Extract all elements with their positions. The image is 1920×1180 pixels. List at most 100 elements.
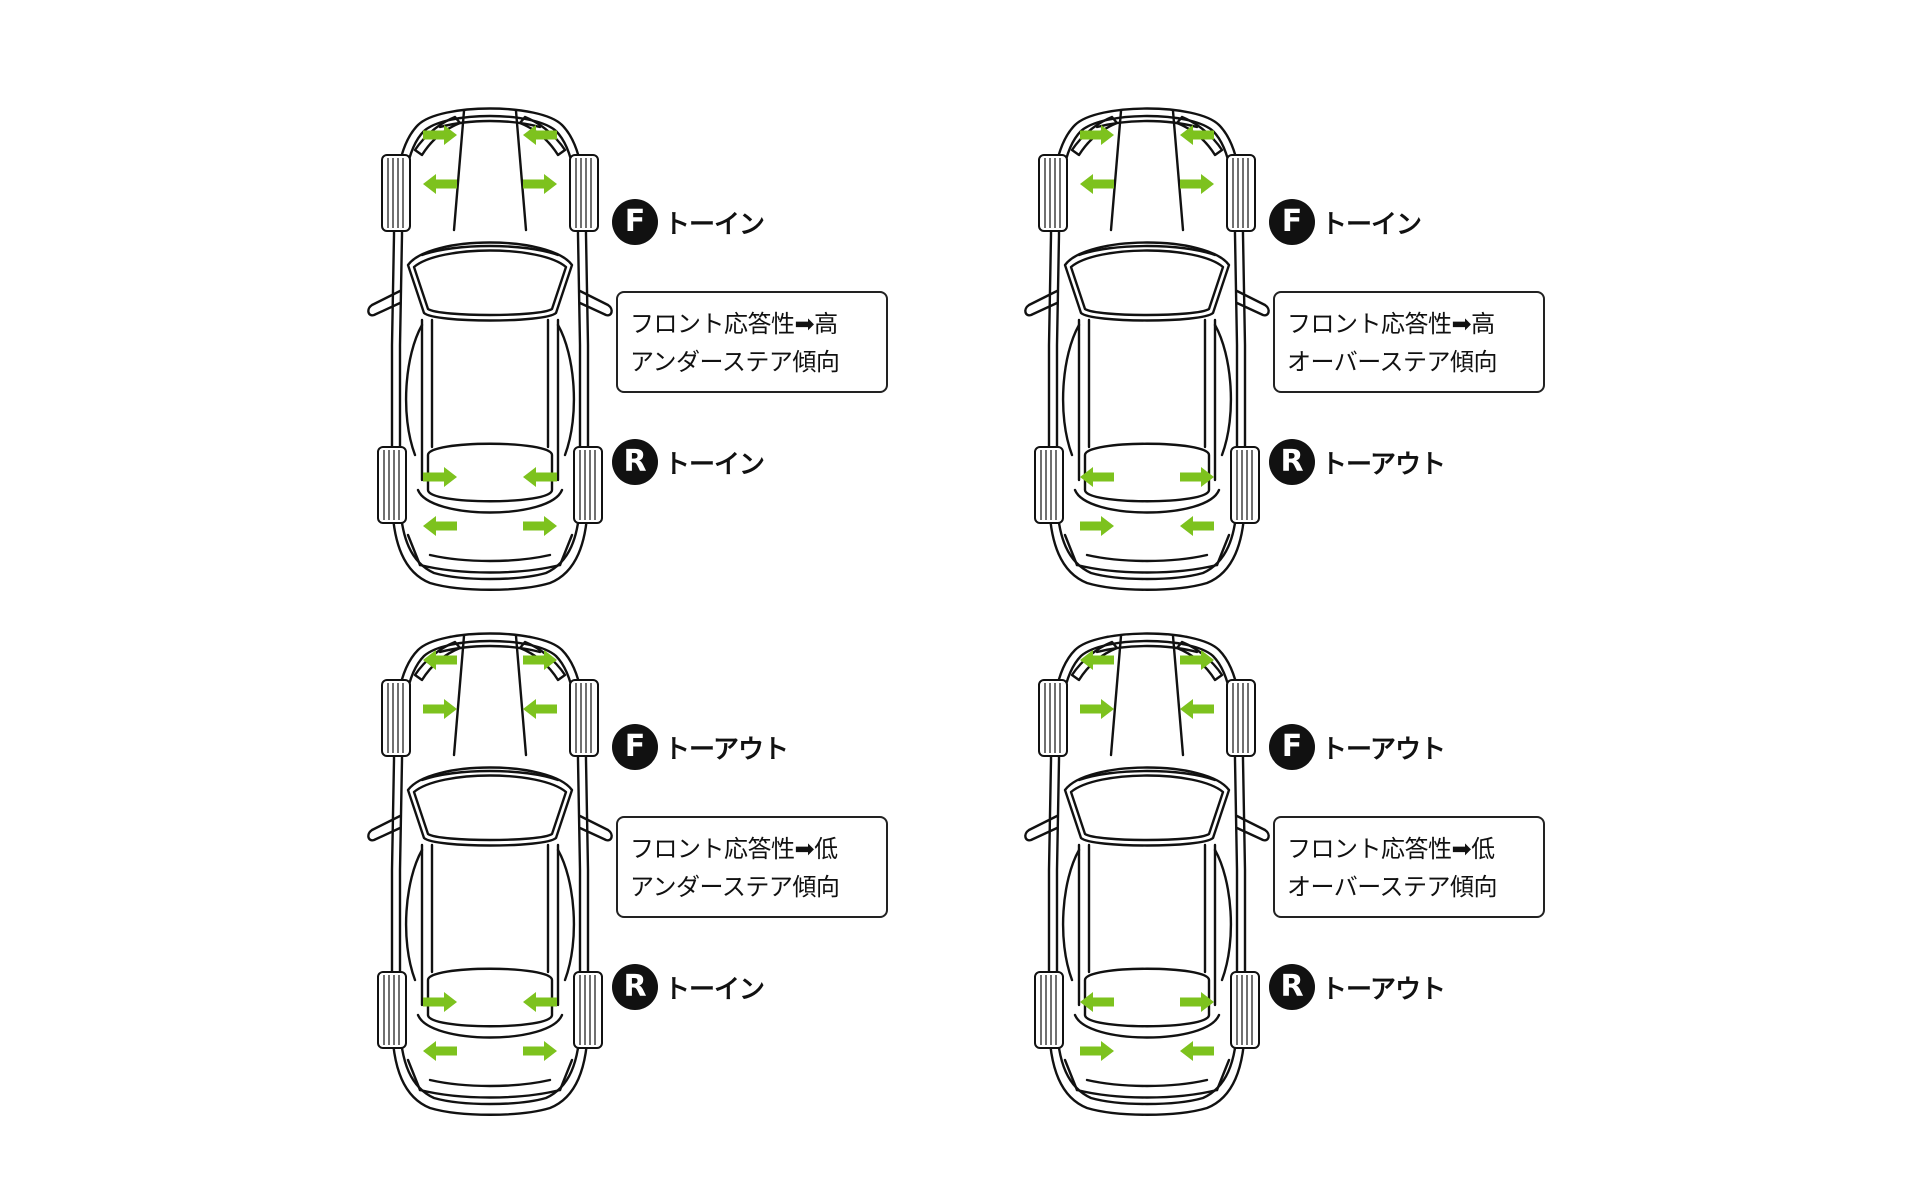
front-toe-text: トーイン	[1321, 209, 1422, 240]
hood-line-right	[514, 109, 528, 232]
rear-toe-label: R トーイン	[612, 439, 765, 485]
rear-bumper-inner	[1085, 1078, 1209, 1088]
rear-toe-text: トーイン	[664, 449, 765, 480]
tire-front-right	[1226, 679, 1256, 757]
toe-arrow-front-right-bottom	[1180, 699, 1214, 719]
windshield-inner	[1069, 774, 1225, 842]
hood-top-line	[1095, 119, 1199, 129]
toe-arrow-front-right-bottom	[523, 699, 557, 719]
toe-arrow-rear-right-bottom	[1180, 516, 1214, 536]
side-window-left	[404, 848, 424, 982]
front-toe-label: F トーイン	[612, 199, 765, 245]
rear-bumper-line	[418, 1088, 562, 1099]
toe-arrow-front-right-top	[523, 125, 557, 145]
toe-arrow-front-right-top	[1180, 125, 1214, 145]
rear-bumper-line	[1075, 1088, 1219, 1099]
car-body-outline	[1047, 107, 1247, 591]
mirror-left	[1024, 814, 1059, 842]
mirror-right	[578, 814, 613, 842]
front-toe-text: トーアウト	[664, 734, 789, 765]
toe-panel-2: F トーイン フロント応答性➡高 オーバーステア傾向 R トーアウト	[1017, 95, 1717, 595]
tires	[377, 154, 603, 524]
car-body-outline	[1047, 632, 1247, 1116]
rear-window	[426, 967, 554, 1028]
mirror-right	[1235, 289, 1270, 317]
toe-arrow-rear-left-top	[423, 467, 457, 487]
rear-corner-left	[1063, 1058, 1079, 1092]
toe-panel-1: F トーイン フロント応答性➡高 アンダーステア傾向 R トーイン	[360, 95, 1060, 595]
rear-badge-icon: R	[1269, 439, 1315, 485]
toe-arrow-front-left-top	[1080, 125, 1114, 145]
rear-corner-left	[1063, 533, 1079, 567]
toe-panel-3: F トーアウト フロント応答性➡低 アンダーステア傾向 R トーイン	[360, 620, 1060, 1120]
windshield-top	[420, 769, 560, 782]
windshield-inner	[412, 774, 568, 842]
rear-bumper-inner	[428, 1078, 552, 1088]
toe-arrow-front-right-bottom	[1180, 174, 1214, 194]
rear-toe-text: トーアウト	[1321, 449, 1446, 480]
hood-line-left	[1109, 109, 1123, 232]
car-top-view-illustration	[1024, 632, 1270, 1116]
mirror-left	[1024, 289, 1059, 317]
rear-bumper-line	[418, 563, 562, 574]
toe-arrow-rear-left-bottom	[423, 516, 457, 536]
tire-rear-right	[573, 971, 603, 1049]
rear-toe-label: R トーアウト	[1269, 439, 1446, 485]
toe-arrow-rear-left-bottom	[423, 1041, 457, 1061]
windshield-outer	[1063, 241, 1231, 322]
hood-line-right	[1171, 634, 1185, 757]
mirror-right	[1235, 814, 1270, 842]
windshield-outer	[406, 241, 574, 322]
rear-toe-label: R トーイン	[612, 964, 765, 1010]
car-body-outline	[390, 632, 590, 1116]
toe-arrows	[423, 650, 557, 1061]
car-body-inner-outline	[398, 639, 582, 1106]
tire-front-left	[1038, 679, 1068, 757]
rear-toe-text: トーイン	[664, 974, 765, 1005]
toe-arrow-rear-left-top	[423, 992, 457, 1012]
toe-arrow-rear-left-bottom	[1080, 1041, 1114, 1061]
car-top-view-illustration	[1024, 107, 1270, 591]
tire-rear-right	[573, 446, 603, 524]
tire-front-left	[1038, 154, 1068, 232]
windshield-inner	[1069, 249, 1225, 317]
side-window-right	[556, 848, 576, 982]
toe-arrows	[1080, 125, 1214, 536]
rear-bumper-line	[1075, 563, 1219, 574]
effect-box: フロント応答性➡低 オーバーステア傾向	[1273, 816, 1545, 918]
rear-deck	[1073, 488, 1221, 514]
car-body-inner-outline	[398, 114, 582, 581]
rear-window	[1083, 967, 1211, 1028]
hood-line-right	[1171, 109, 1185, 232]
windshield-top	[1077, 244, 1217, 257]
windshield-top	[1077, 769, 1217, 782]
toe-arrow-front-right-top	[523, 650, 557, 670]
rear-corner-right	[1215, 1058, 1231, 1092]
effect-box: フロント応答性➡高 アンダーステア傾向	[616, 291, 888, 393]
car-body-inner-outline	[1055, 114, 1239, 581]
tire-front-left	[381, 679, 411, 757]
toe-arrows	[1080, 650, 1214, 1061]
rear-deck	[1073, 1013, 1221, 1039]
tire-rear-left	[1034, 971, 1064, 1049]
windshield-inner	[412, 249, 568, 317]
toe-arrow-front-left-top	[1080, 650, 1114, 670]
toe-arrow-front-left-top	[423, 125, 457, 145]
toe-arrow-rear-left-top	[1080, 992, 1114, 1012]
toe-arrow-rear-left-top	[1080, 467, 1114, 487]
tire-front-right	[569, 679, 599, 757]
side-window-right	[556, 323, 576, 457]
rear-deck	[416, 1013, 564, 1039]
toe-arrow-front-left-bottom	[423, 174, 457, 194]
rear-corner-left	[406, 533, 422, 567]
tire-front-left	[381, 154, 411, 232]
mirror-left	[367, 289, 402, 317]
rear-badge-icon: R	[612, 439, 658, 485]
windshield-outer	[406, 766, 574, 847]
effect-response-text: フロント応答性➡高	[630, 310, 838, 338]
rear-corner-right	[558, 533, 574, 567]
tire-rear-left	[1034, 446, 1064, 524]
rear-toe-text: トーアウト	[1321, 974, 1446, 1005]
toe-arrow-rear-right-top	[523, 467, 557, 487]
front-badge-icon: F	[1269, 724, 1315, 770]
